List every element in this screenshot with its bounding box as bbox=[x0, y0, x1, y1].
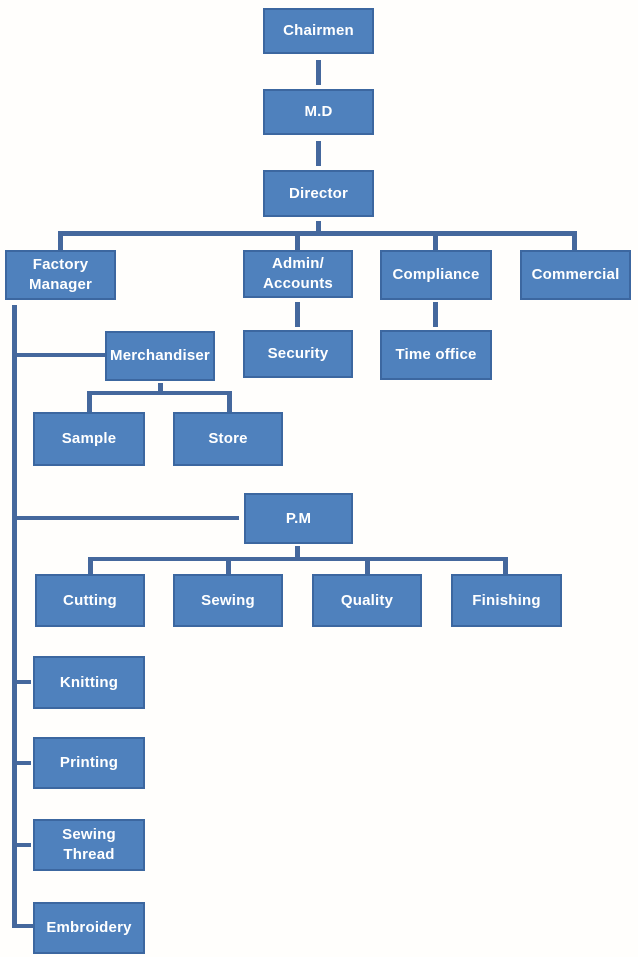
connector-branch-knitting bbox=[14, 680, 31, 684]
connector-drop-factory-manager bbox=[58, 231, 63, 250]
connector-director-stub bbox=[316, 221, 321, 233]
node-knitting: Knitting bbox=[33, 656, 145, 709]
connector-branch-printing bbox=[14, 761, 31, 765]
connector-drop-quality bbox=[365, 557, 370, 574]
node-pm: P.M bbox=[244, 493, 353, 544]
node-knitting-label: Knitting bbox=[59, 673, 119, 691]
connector-drop-commercial bbox=[572, 231, 577, 250]
node-director-label: Director bbox=[288, 184, 349, 202]
node-pm-label: P.M bbox=[285, 509, 312, 527]
node-chairmen-label: Chairmen bbox=[283, 22, 354, 39]
node-time-office-label: Time office bbox=[395, 346, 477, 363]
node-printing: Printing bbox=[33, 737, 145, 789]
node-factory-manager-label: Factory Manager bbox=[28, 256, 93, 293]
connector-merchandiser-stub bbox=[158, 383, 163, 394]
node-sewing-thread: Sewing Thread bbox=[33, 819, 145, 871]
node-quality-label: Quality bbox=[340, 591, 394, 609]
connector-drop-finishing bbox=[503, 557, 508, 574]
connector-drop-sample bbox=[87, 391, 92, 412]
node-md-label: M.D bbox=[304, 103, 333, 120]
node-store-label: Store bbox=[208, 430, 248, 447]
node-admin-accounts: Admin/ Accounts bbox=[243, 250, 353, 298]
node-sewing-label: Sewing bbox=[201, 591, 255, 609]
node-security-label: Security bbox=[267, 345, 329, 362]
node-merchandiser: Merchandiser bbox=[105, 331, 215, 381]
node-store: Store bbox=[173, 412, 283, 466]
node-sewing: Sewing bbox=[173, 574, 283, 627]
connector-admin-security bbox=[295, 302, 300, 327]
connector-compliance-timeoffice bbox=[433, 302, 438, 327]
connector-merch-children-hline bbox=[87, 391, 232, 395]
connector-md-director bbox=[316, 141, 321, 166]
node-finishing: Finishing bbox=[451, 574, 562, 627]
node-compliance: Compliance bbox=[380, 250, 492, 300]
node-cutting: Cutting bbox=[35, 574, 145, 627]
node-quality: Quality bbox=[312, 574, 422, 627]
connector-drop-cutting bbox=[88, 557, 93, 574]
connector-factory-spine bbox=[12, 305, 17, 928]
node-merchandiser-label: Merchandiser bbox=[110, 347, 210, 364]
node-sample: Sample bbox=[33, 412, 145, 466]
connector-branch-embroidery bbox=[14, 924, 33, 928]
connector-drop-compliance bbox=[433, 231, 438, 250]
connector-branch-sewing-thread bbox=[14, 843, 31, 847]
node-sewing-thread-label: Sewing Thread bbox=[62, 826, 116, 863]
connector-branch-merchandiser bbox=[14, 353, 105, 357]
node-time-office: Time office bbox=[380, 330, 492, 380]
node-cutting-label: Cutting bbox=[63, 591, 117, 609]
connector-drop-store bbox=[227, 391, 232, 412]
node-embroidery-label: Embroidery bbox=[46, 919, 132, 936]
node-printing-label: Printing bbox=[59, 754, 119, 771]
node-md: M.D bbox=[263, 89, 374, 135]
connector-level4-hline bbox=[58, 231, 577, 236]
node-factory-manager: Factory Manager bbox=[5, 250, 116, 300]
node-compliance-label: Compliance bbox=[392, 266, 480, 283]
node-embroidery: Embroidery bbox=[33, 902, 145, 954]
node-finishing-label: Finishing bbox=[472, 591, 541, 609]
node-director: Director bbox=[263, 170, 374, 217]
node-commercial-label: Commercial bbox=[531, 266, 620, 283]
connector-drop-sewing bbox=[226, 557, 231, 574]
node-security: Security bbox=[243, 330, 353, 378]
node-admin-accounts-label: Admin/ Accounts bbox=[263, 255, 333, 292]
connector-chairmen-md bbox=[316, 60, 321, 85]
connector-drop-admin-accounts bbox=[295, 231, 300, 250]
node-chairmen: Chairmen bbox=[263, 8, 374, 54]
connector-pm-stub bbox=[295, 546, 300, 558]
connector-branch-pm bbox=[14, 516, 239, 520]
connector-pm-children-hline bbox=[88, 557, 508, 561]
node-commercial: Commercial bbox=[520, 250, 631, 300]
node-sample-label: Sample bbox=[61, 430, 117, 447]
